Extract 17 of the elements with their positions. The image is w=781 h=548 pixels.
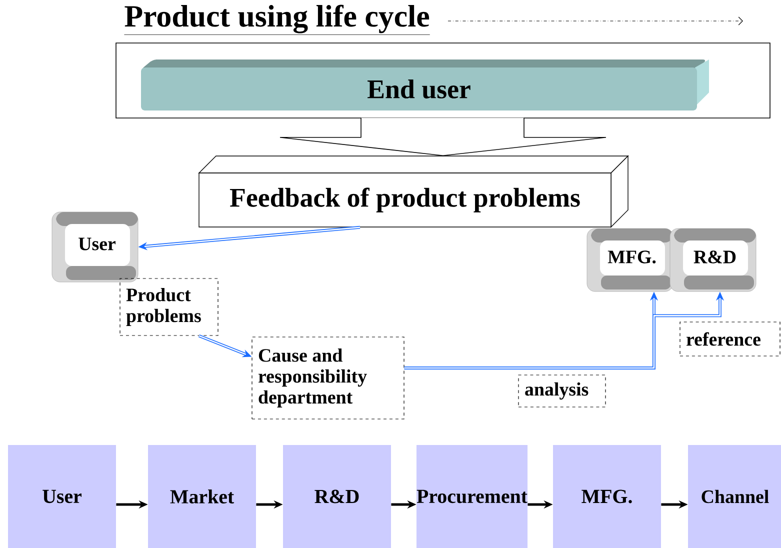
dashed-box: reference — [680, 322, 780, 356]
dashed-box: analysis — [518, 374, 606, 408]
box-3d: User — [52, 212, 138, 282]
stage-box: Market — [148, 445, 256, 548]
dashed-box: Product problems — [120, 278, 218, 336]
title: Product using life cycle — [124, 4, 430, 35]
stage-box: MFG. — [553, 445, 661, 548]
bar-box: End user — [141, 60, 709, 110]
dashed-box: Cause and responsibility department — [252, 336, 404, 420]
box-3d: MFG. — [586, 228, 674, 292]
box-3d: R&D — [670, 228, 756, 292]
stage-box: Procurement — [416, 445, 528, 548]
stage-box: R&D — [283, 445, 391, 548]
stage-box: User — [8, 445, 116, 548]
stage-box: Channel — [688, 445, 781, 548]
callout-frame — [116, 42, 770, 118]
callout-arrow — [280, 118, 606, 156]
